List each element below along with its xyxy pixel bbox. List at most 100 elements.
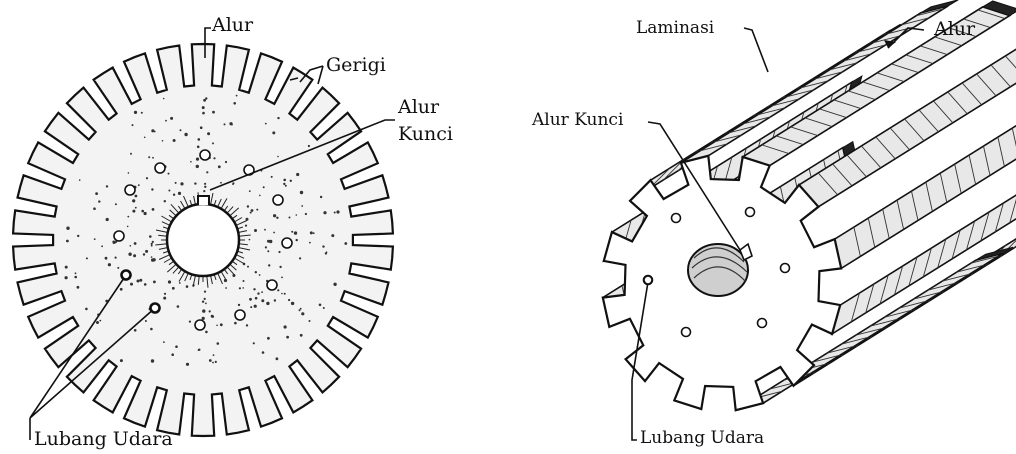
texture-dot (209, 359, 212, 362)
texture-dot (283, 183, 285, 185)
texture-dot (294, 231, 297, 234)
texture-dot (218, 165, 221, 168)
keyway (198, 196, 209, 205)
texture-dot (224, 279, 227, 282)
air-hole (273, 195, 283, 205)
texture-dot (239, 287, 241, 289)
texture-dot (308, 145, 310, 147)
texture-dot (247, 266, 249, 268)
texture-dot (189, 321, 191, 323)
texture-dot (277, 156, 279, 158)
face-air-hole (672, 214, 681, 223)
texture-dot (203, 190, 205, 192)
texture-dot (175, 182, 177, 184)
texture-dot (268, 264, 270, 266)
texture-dot (204, 186, 206, 188)
texture-dot (233, 102, 236, 105)
texture-dot (153, 281, 156, 284)
texture-dot (281, 293, 283, 295)
texture-dot (177, 305, 180, 308)
texture-dot (246, 324, 248, 326)
texture-dot (266, 302, 269, 305)
texture-dot (152, 208, 155, 211)
texture-dot (151, 245, 153, 247)
texture-dot (127, 216, 129, 218)
texture-dot (77, 235, 79, 237)
texture-dot (276, 217, 278, 219)
texture-dot (144, 137, 146, 139)
texture-dot (77, 286, 80, 289)
texture-dot (243, 280, 245, 282)
texture-dot (291, 231, 293, 233)
texture-dot (106, 218, 109, 221)
texture-dot (128, 172, 130, 174)
texture-dot (310, 231, 313, 234)
texture-dot (178, 192, 181, 195)
air-hole (125, 185, 135, 195)
texture-dot (309, 242, 311, 244)
texture-dot (333, 283, 336, 286)
texture-dot (254, 305, 257, 308)
texture-dot (225, 287, 227, 289)
texture-dot (150, 328, 153, 331)
texture-dot (190, 161, 192, 163)
texture-dot (255, 271, 257, 273)
texture-dot (300, 334, 303, 337)
texture-dot (112, 241, 115, 244)
texture-dot (162, 140, 164, 142)
texture-dot (215, 361, 217, 363)
texture-dot (246, 218, 249, 221)
label-alur-left: Alur (212, 16, 253, 35)
texture-dot (184, 133, 187, 136)
texture-dot (286, 336, 289, 339)
texture-dot (198, 349, 200, 351)
texture-dot (320, 196, 322, 198)
texture-dot (202, 106, 205, 109)
texture-dot (247, 205, 249, 207)
air-hole-marker (122, 271, 130, 279)
rotor-core-figure (603, 0, 1016, 440)
texture-dot (323, 211, 326, 214)
texture-dot (322, 245, 324, 247)
texture-dot (249, 239, 251, 241)
texture-dot (254, 229, 257, 232)
texture-dot (288, 299, 290, 301)
texture-dot (86, 257, 88, 259)
texture-dot (261, 299, 264, 302)
texture-dot (264, 229, 266, 231)
texture-dot (274, 299, 276, 301)
texture-dot (313, 232, 315, 234)
texture-dot (144, 212, 147, 215)
face-air-hole (781, 264, 790, 273)
texture-dot (168, 173, 170, 175)
texture-dot (253, 342, 255, 344)
texture-dot (75, 272, 77, 274)
label-lubang-udara-right: Lubang Udara (640, 430, 764, 447)
texture-dot (144, 283, 147, 286)
label-alur-right: Alur (934, 20, 975, 39)
texture-dot (203, 99, 206, 102)
texture-dot (143, 253, 145, 255)
texture-dot (141, 112, 143, 114)
texture-dot (175, 345, 178, 348)
texture-dot (323, 307, 325, 309)
texture-dot (151, 359, 154, 362)
texture-dot (267, 250, 269, 252)
texture-dot (94, 238, 96, 240)
texture-dot (220, 323, 223, 326)
texture-dot (65, 266, 68, 269)
texture-dot (171, 353, 174, 356)
lamination-disc-figure (13, 28, 395, 440)
texture-dot (276, 357, 279, 360)
texture-dot (164, 200, 166, 202)
texture-dot (127, 226, 129, 228)
texture-dot (206, 171, 208, 173)
texture-dot (256, 209, 258, 211)
texture-dot (273, 214, 276, 217)
texture-dot (234, 322, 237, 325)
texture-dot (319, 304, 322, 307)
texture-dot (194, 182, 196, 184)
texture-dot (204, 291, 206, 293)
texture-dot (163, 297, 166, 300)
texture-dot (130, 283, 133, 286)
